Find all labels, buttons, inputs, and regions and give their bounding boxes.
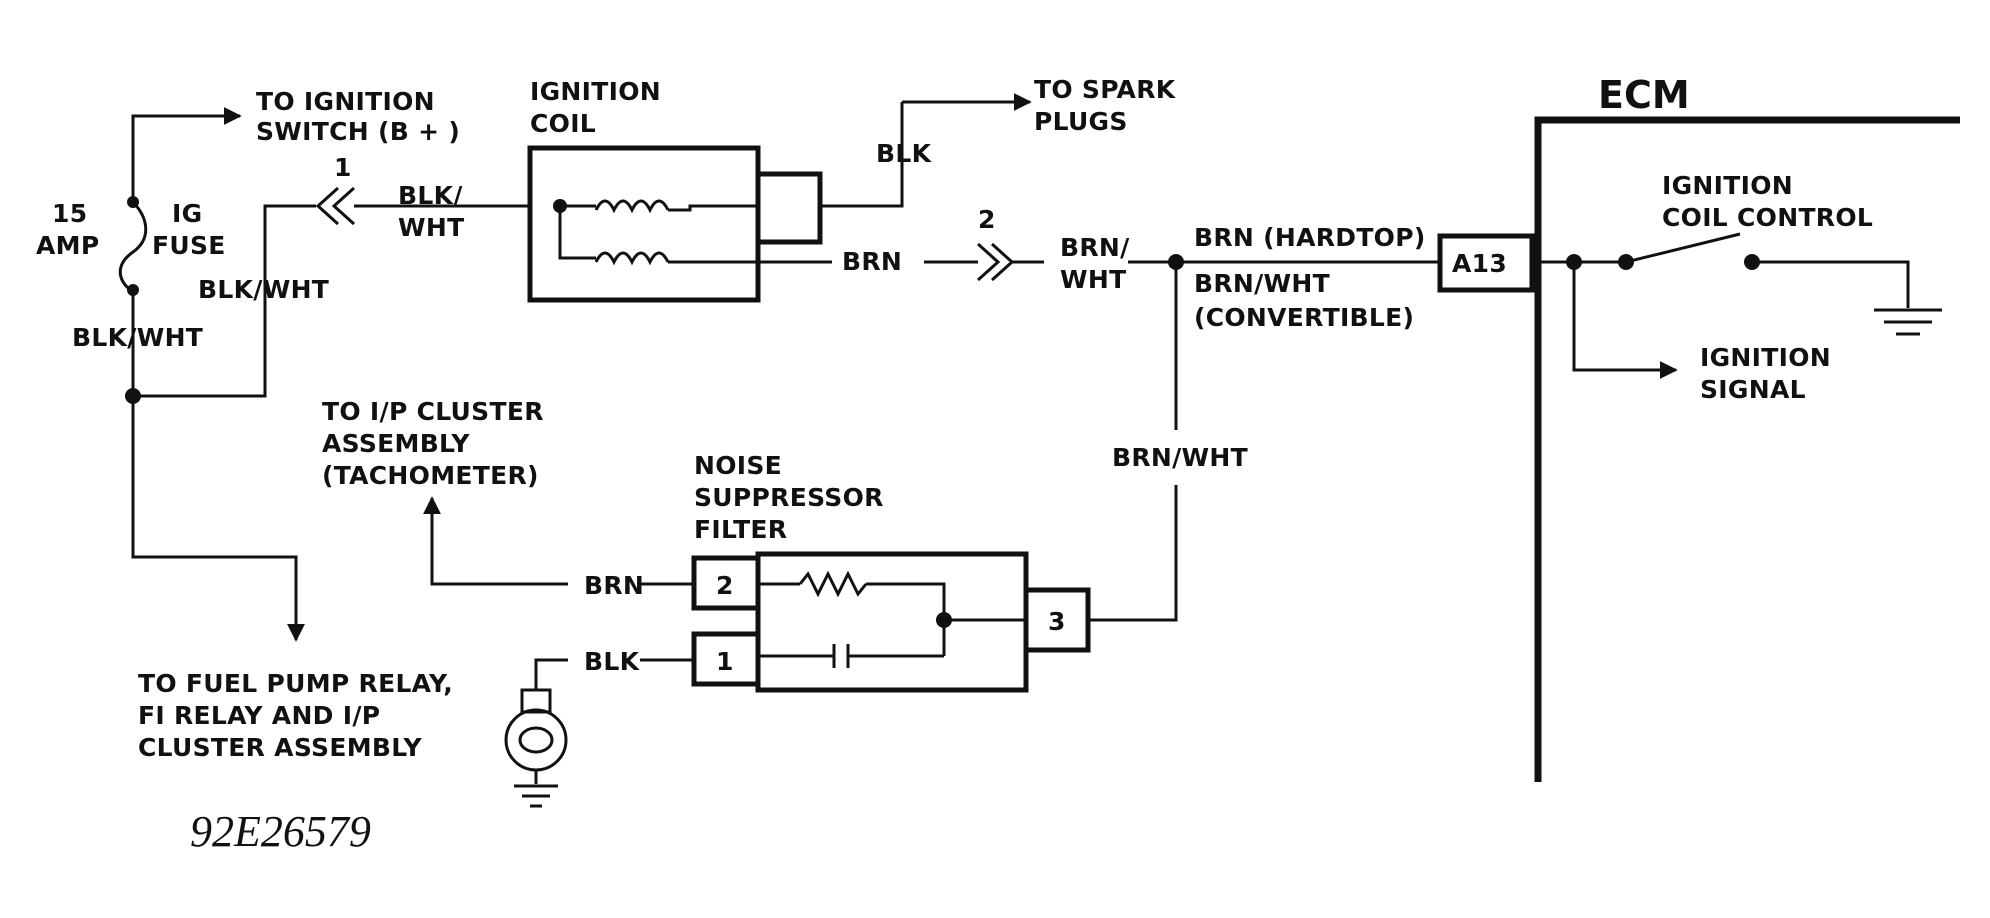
label-noise-suppressor-3: FILTER — [694, 515, 787, 544]
label-to-ip-cluster-2: ASSEMBLY — [322, 429, 470, 458]
label-to-fuel-pump-1: TO FUEL PUMP RELAY, — [138, 669, 453, 698]
label-to-ignition-switch-1: TO IGNITION — [256, 87, 435, 116]
label-noise-suppressor-1: NOISE — [694, 451, 782, 480]
label-fuse-amp-2: AMP — [36, 231, 99, 260]
label-brn-filter: BRN — [584, 571, 644, 600]
label-brn-wht-vertical: BRN/WHT — [1112, 443, 1248, 472]
label-brn-coil: BRN — [842, 247, 902, 276]
label-pin-1: 1 — [716, 647, 734, 676]
label-to-fuel-pump-3: CLUSTER ASSEMBLY — [138, 733, 423, 762]
connector-2 — [924, 242, 1440, 622]
label-ignition-coil-control-1: IGNITION — [1662, 171, 1793, 200]
label-ignition-coil-control-2: COIL CONTROL — [1662, 203, 1873, 232]
label-to-fuel-pump-2: FI RELAY AND I/P — [138, 701, 380, 730]
label-ignition-signal-2: SIGNAL — [1700, 375, 1806, 404]
label-blk-wht-coil-2: WHT — [398, 213, 464, 242]
label-to-spark-plugs-1: TO SPARK — [1034, 75, 1177, 104]
label-to-spark-plugs-2: PLUGS — [1034, 107, 1128, 136]
figure-id: 92E26579 — [190, 807, 371, 856]
labels: TO IGNITION SWITCH (B + ) 15 AMP IG FUSE… — [36, 73, 1873, 856]
noise-suppressor-filter — [423, 496, 1091, 808]
label-pin-3: 3 — [1048, 607, 1066, 636]
label-brn-wht-convertible-2: (CONVERTIBLE) — [1194, 303, 1414, 332]
label-fuse-name-2: FUSE — [152, 231, 226, 260]
fuse-feed-wiring — [118, 107, 530, 642]
label-conn1-num: 1 — [334, 153, 352, 182]
label-blk-filter: BLK — [584, 647, 641, 676]
label-ignition-signal-1: IGNITION — [1700, 343, 1831, 372]
label-to-ip-cluster-3: (TACHOMETER) — [322, 461, 539, 490]
label-fuse-amp-1: 15 — [52, 199, 87, 228]
label-blk-wht-coil-1: BLK/ — [398, 181, 463, 210]
label-ignition-coil-1: IGNITION — [530, 77, 661, 106]
label-pin-2: 2 — [716, 571, 734, 600]
label-ignition-coil-2: COIL — [530, 109, 596, 138]
label-conn2-num: 2 — [978, 205, 996, 234]
label-blk-top: BLK — [876, 139, 933, 168]
label-noise-suppressor-2: SUPPRESSOR — [694, 483, 884, 512]
label-to-ip-cluster-1: TO I/P CLUSTER — [322, 397, 544, 426]
ecm-module — [1437, 116, 1960, 782]
label-ecm: ECM — [1598, 73, 1690, 117]
label-to-ignition-switch-2: SWITCH (B + ) — [256, 117, 460, 146]
label-brn-wht-splice-1: BRN/ — [1060, 233, 1130, 262]
label-a13: A13 — [1452, 249, 1507, 278]
ignition-coil — [527, 93, 1032, 303]
label-brn-wht-splice-2: WHT — [1060, 265, 1126, 294]
label-fuse-name-1: IG — [172, 199, 202, 228]
label-blk-wht-left: BLK/WHT — [198, 275, 329, 304]
label-brn-hardtop: BRN (HARDTOP) — [1194, 223, 1426, 252]
label-blk-wht-fuse: BLK/WHT — [72, 323, 203, 352]
label-brn-wht-convertible-1: BRN/WHT — [1194, 269, 1330, 298]
